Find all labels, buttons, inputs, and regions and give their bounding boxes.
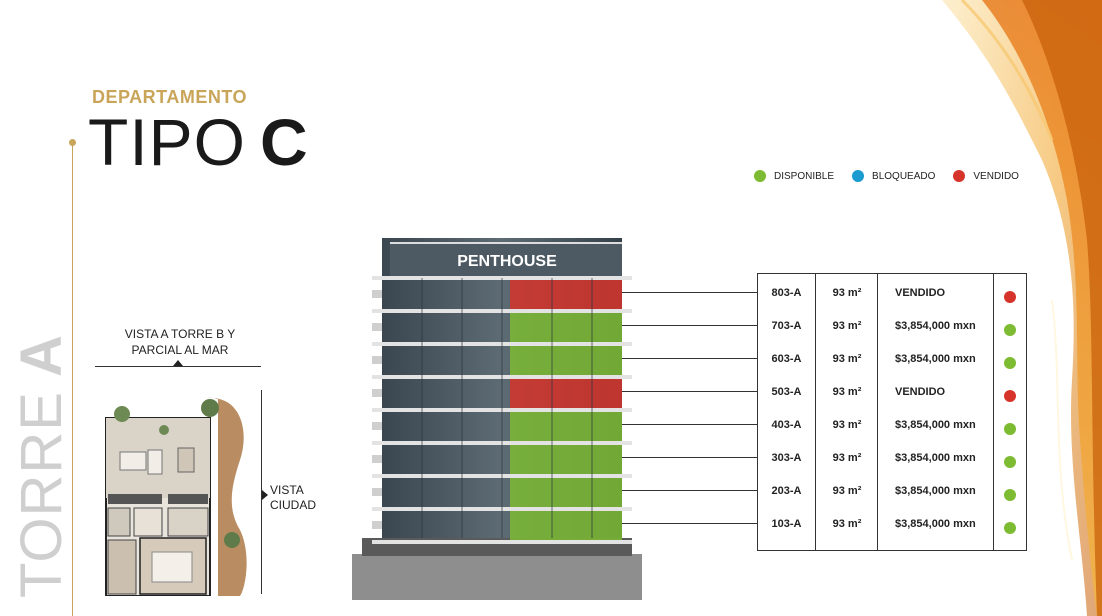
legend-item-vendido: VENDIDO <box>953 170 1019 182</box>
unit-row-703[interactable]: 703-A 93 m² $3,854,000 mxn <box>758 310 1026 343</box>
unit-price: VENDIDO <box>895 386 946 398</box>
unit-area: 93 m² <box>832 485 862 497</box>
unit-number: 703-A <box>771 320 802 332</box>
legend-label: VENDIDO <box>973 170 1019 182</box>
view-right-label: VISTA CIUDAD <box>270 483 317 512</box>
status-dot-disponible <box>1004 522 1016 534</box>
column-divider <box>993 274 994 550</box>
view-right-arrow-icon <box>262 490 268 500</box>
leader-line <box>622 292 757 293</box>
leader-line <box>622 358 757 359</box>
legend-item-bloqueado: BLOQUEADO <box>852 170 935 182</box>
legend-item-disponible: DISPONIBLE <box>754 170 834 182</box>
unit-area: 93 m² <box>832 419 862 431</box>
unit-number: 203-A <box>771 485 802 497</box>
gold-rule <box>72 142 73 616</box>
view-top-arrow-icon <box>173 360 183 366</box>
decorative-swoosh <box>942 0 1102 616</box>
legend-dot-disponible <box>754 170 766 182</box>
unit-number: 603-A <box>771 353 802 365</box>
status-dot-disponible <box>1004 456 1016 468</box>
unit-number: 803-A <box>771 287 802 299</box>
column-divider <box>877 274 878 550</box>
tower-label-light: TORRE <box>9 391 74 598</box>
leader-line <box>622 490 757 491</box>
legend-label: DISPONIBLE <box>774 170 835 182</box>
status-dot-vendido <box>1004 291 1016 303</box>
status-dot-disponible <box>1004 324 1016 336</box>
unit-price: $3,854,000 mxn <box>895 353 976 365</box>
unit-price: $3,854,000 mxn <box>895 320 976 332</box>
unit-row-503[interactable]: 503-A 93 m² VENDIDO <box>758 376 1026 409</box>
status-dot-disponible <box>1004 357 1016 369</box>
unit-price: $3,854,000 mxn <box>895 452 976 464</box>
floor-plan <box>105 397 247 596</box>
leader-line <box>622 325 757 326</box>
unit-row-203[interactable]: 203-A 93 m² $3,854,000 mxn <box>758 475 1026 508</box>
view-top-label: VISTA A TORRE B Y PARCIAL AL MAR <box>124 327 236 357</box>
units-table: 803-A 93 m² VENDIDO 703-A 93 m² $3,854,0… <box>757 273 1027 551</box>
leader-line <box>622 424 757 425</box>
unit-area: 93 m² <box>832 353 862 365</box>
view-top-line <box>95 366 261 367</box>
unit-number: 403-A <box>771 419 802 431</box>
legend-label: BLOQUEADO <box>872 170 936 182</box>
penthouse-label: PENTHOUSE <box>457 253 557 270</box>
unit-row-403[interactable]: 403-A 93 m² $3,854,000 mxn <box>758 409 1026 442</box>
status-dot-disponible <box>1004 489 1016 501</box>
page-title-light: TIPO <box>88 105 247 179</box>
unit-area: 93 m² <box>832 320 862 332</box>
unit-area: 93 m² <box>832 518 862 530</box>
unit-row-603[interactable]: 603-A 93 m² $3,854,000 mxn <box>758 343 1026 376</box>
unit-row-303[interactable]: 303-A 93 m² $3,854,000 mxn <box>758 442 1026 475</box>
unit-number: 103-A <box>771 518 802 530</box>
leader-line <box>622 391 757 392</box>
tower-label-bold: A <box>9 334 74 378</box>
view-right-line <box>261 390 262 594</box>
page-title-bold: C <box>260 105 309 179</box>
unit-row-103[interactable]: 103-A 93 m² $3,854,000 mxn <box>758 508 1026 541</box>
unit-area: 93 m² <box>832 452 862 464</box>
legend-dot-bloqueado <box>852 170 865 182</box>
status-dot-vendido <box>1004 390 1016 402</box>
tower-label: TORRE A <box>8 334 75 598</box>
unit-price: $3,854,000 mxn <box>895 419 976 431</box>
unit-number: 303-A <box>771 452 802 464</box>
unit-price: VENDIDO <box>895 287 946 299</box>
unit-number: 503-A <box>771 386 802 398</box>
unit-row-803[interactable]: 803-A 93 m² VENDIDO <box>758 277 1026 310</box>
unit-area: 93 m² <box>832 287 862 299</box>
page-subtitle: DEPARTAMENTO <box>92 87 248 107</box>
building-elevation: PENTHOUSE <box>352 238 642 600</box>
status-dot-disponible <box>1004 423 1016 435</box>
unit-price: $3,854,000 mxn <box>895 485 976 497</box>
column-divider <box>815 274 816 550</box>
unit-area: 93 m² <box>832 386 862 398</box>
leader-line <box>622 523 757 524</box>
unit-price: $3,854,000 mxn <box>895 518 976 530</box>
gold-rule-dot <box>69 139 76 146</box>
legend-dot-vendido <box>953 170 966 182</box>
leader-line <box>622 457 757 458</box>
status-legend: DISPONIBLE BLOQUEADO VENDIDO <box>754 170 1019 182</box>
